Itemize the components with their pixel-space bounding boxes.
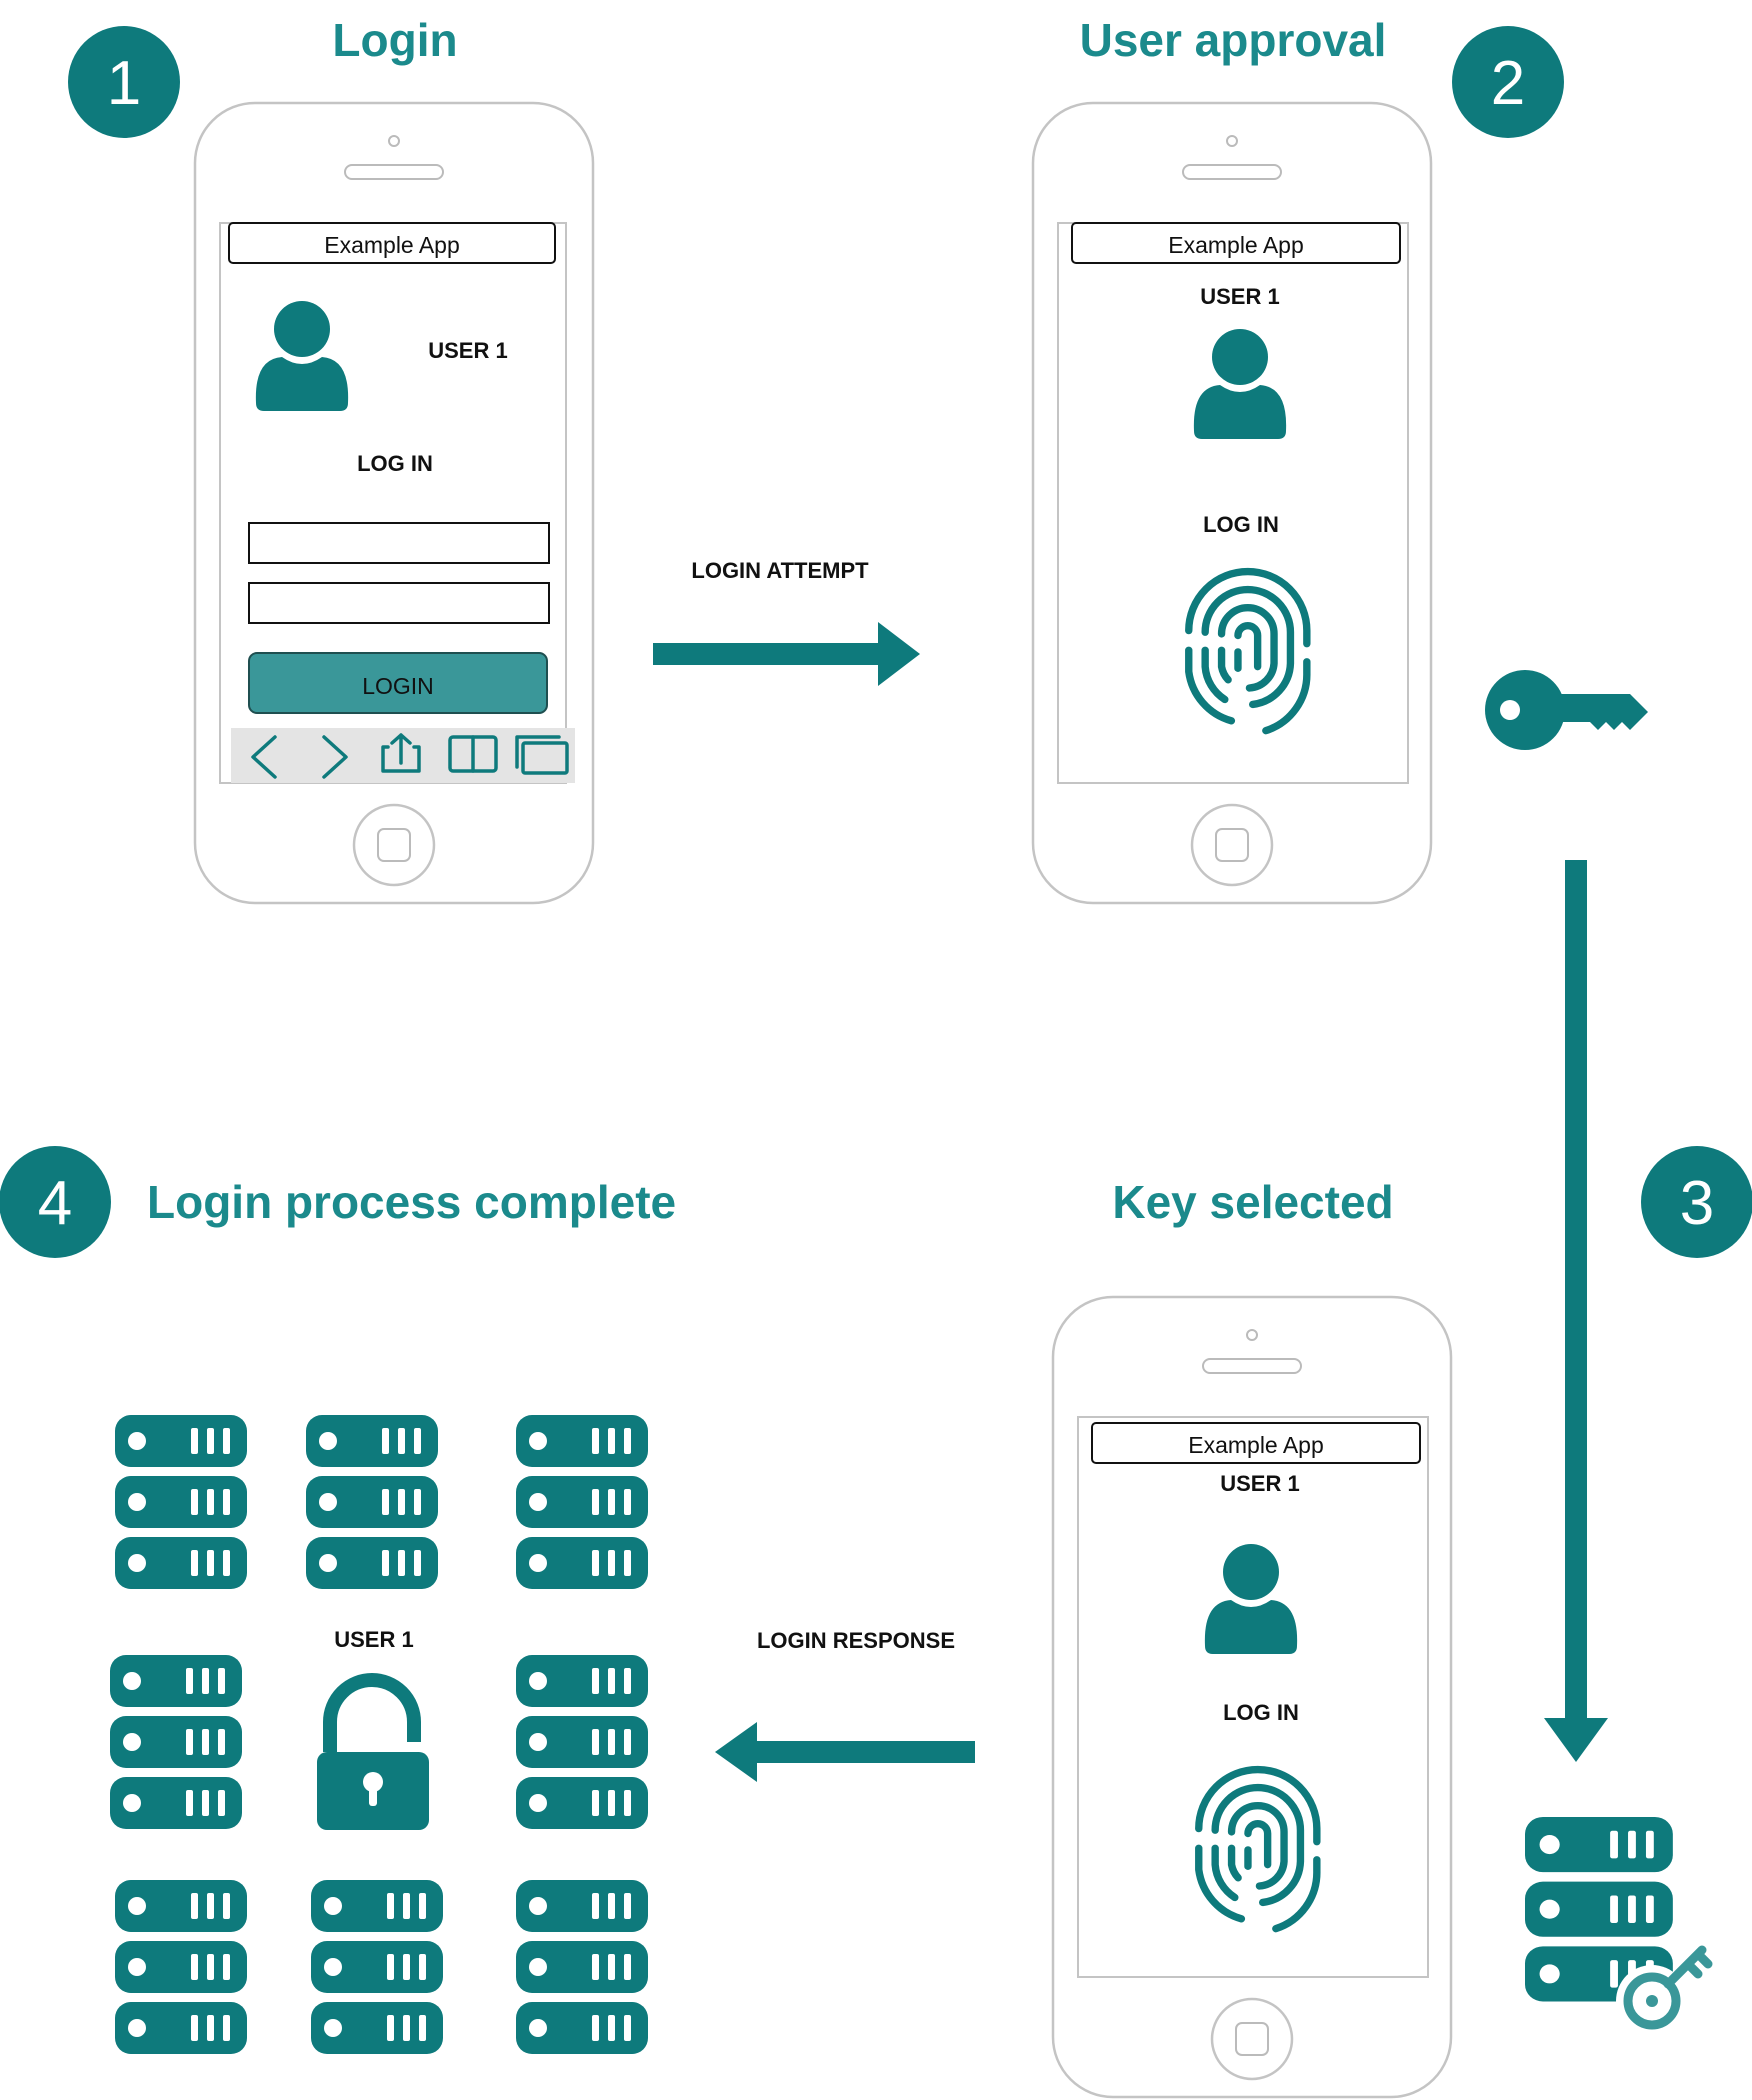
step-3-number: 3 [1680, 1169, 1714, 1238]
phone-key-selected: Example App USER 1 LOG IN [1051, 1295, 1453, 2099]
server-stack-icon [110, 1655, 242, 1829]
book-icon[interactable] [448, 735, 498, 773]
server-stack-icon [516, 1880, 648, 2054]
server-stack-icon [516, 1415, 648, 1589]
login-heading: LOG IN [357, 451, 433, 476]
cluster-user-label: USER 1 [334, 1627, 413, 1652]
login-button[interactable] [248, 652, 548, 714]
app-title-bar [1091, 1422, 1421, 1464]
server-stack-icon [311, 1880, 443, 2054]
phone-login: Example App USER 1 LOG IN LOGIN [193, 101, 595, 905]
step-4-badge [0, 1146, 111, 1258]
phone-screen [1077, 1416, 1429, 1978]
login-heading: LOG IN [1203, 512, 1279, 537]
step-3-badge [1641, 1146, 1752, 1258]
step-4-number: 4 [38, 1169, 72, 1238]
key-selected-arrow [1544, 860, 1608, 1762]
phone-approval: Example App USER 1 LOG IN [1031, 101, 1433, 905]
step-2-number: 2 [1491, 49, 1525, 118]
unlocked-padlock-icon [317, 1673, 429, 1830]
username-input[interactable] [248, 522, 550, 564]
share-icon[interactable] [381, 733, 421, 773]
step-4: 4 Login process complete [0, 1146, 676, 1258]
step-1-title: Login [332, 14, 457, 66]
server-stack-icon [306, 1415, 438, 1589]
step-2-badge [1452, 26, 1564, 138]
back-icon[interactable] [251, 735, 277, 779]
step-2: User approval 2 [1080, 14, 1564, 138]
user-label: USER 1 [1220, 1471, 1299, 1496]
user-label: USER 1 [1200, 284, 1279, 309]
phone-screen [1057, 222, 1409, 784]
login-button-label: LOGIN [362, 673, 434, 699]
server-with-key-icon [1525, 1817, 1713, 2037]
key-icon [1485, 670, 1648, 750]
app-title-bar [228, 222, 556, 264]
login-heading: LOG IN [1223, 1700, 1299, 1725]
step-1-number: 1 [107, 49, 141, 118]
login-attempt-label: LOGIN ATTEMPT [691, 558, 869, 583]
step-2-title: User approval [1080, 14, 1387, 66]
server-stack-icon [115, 1415, 247, 1589]
forward-icon[interactable] [322, 735, 348, 779]
app-title: Example App [324, 232, 460, 258]
login-attempt-arrow: LOGIN ATTEMPT [653, 558, 920, 686]
password-input[interactable] [248, 582, 550, 624]
step-4-title: Login process complete [147, 1176, 676, 1228]
server-cluster: USER 1 [110, 1415, 648, 2054]
login-response-arrow: LOGIN RESPONSE [715, 1628, 975, 1782]
user-label: USER 1 [428, 338, 507, 363]
step-3-title: Key selected [1112, 1176, 1393, 1228]
step-1-badge [68, 26, 180, 138]
server-stack-icon [516, 1655, 648, 1829]
step-3: 3 Key selected [1112, 1146, 1752, 1258]
tabs-icon[interactable] [515, 735, 569, 775]
step-1: 1 Login [68, 14, 458, 138]
app-title: Example App [1188, 1432, 1324, 1458]
app-title: Example App [1168, 232, 1304, 258]
app-title-bar [1071, 222, 1401, 264]
login-response-label: LOGIN RESPONSE [757, 1628, 955, 1653]
server-stack-icon [115, 1880, 247, 2054]
